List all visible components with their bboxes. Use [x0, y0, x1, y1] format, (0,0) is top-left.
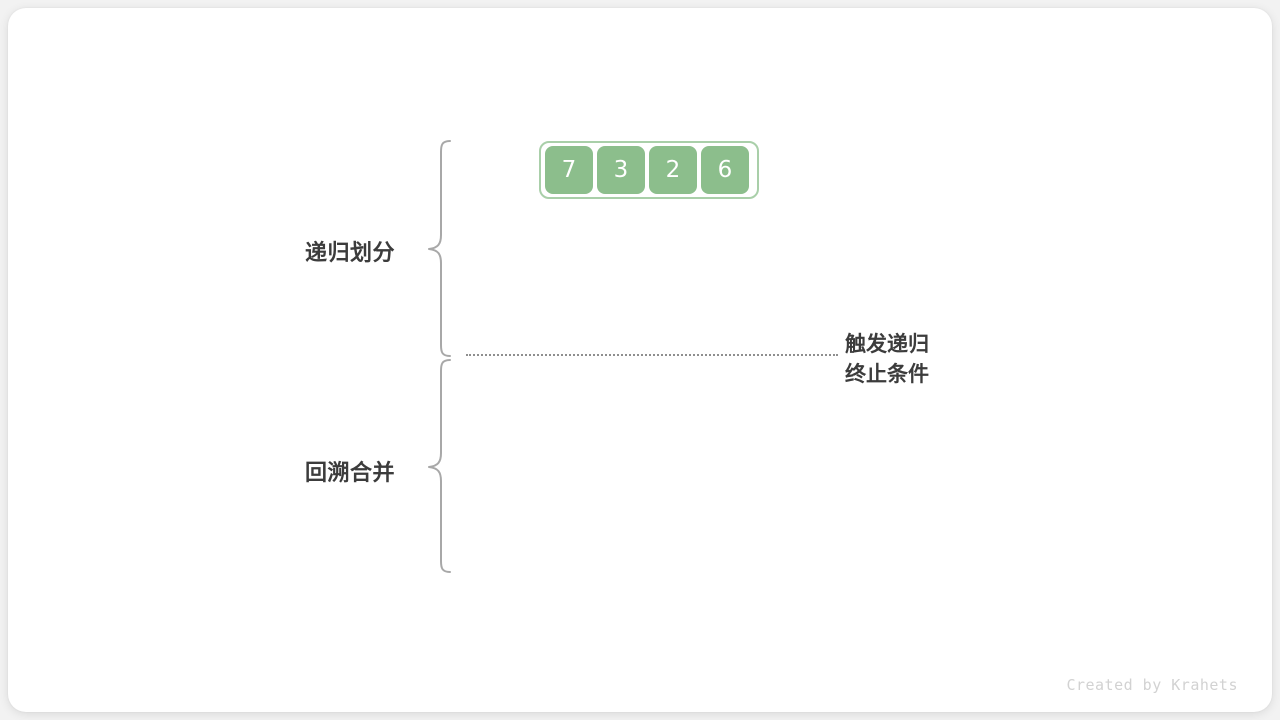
divide-section-brace [420, 136, 460, 371]
annotation-line-1: 触发递归 [845, 333, 929, 356]
merge-section-brace [420, 356, 460, 587]
array-cell: 3 [597, 146, 645, 194]
watermark-credit: Created by Krahets [1066, 676, 1238, 694]
diagram-card [8, 8, 1272, 712]
array-cell: 6 [701, 146, 749, 194]
array-cell: 2 [649, 146, 697, 194]
section-label-divide: 递归划分 [305, 240, 396, 265]
array-cell: 7 [545, 146, 593, 194]
phase-divider-dotted-line [466, 354, 838, 356]
annotation-line-2: 终止条件 [845, 363, 929, 386]
input-array: 7 3 2 6 [539, 141, 759, 199]
section-label-merge: 回溯合并 [305, 460, 396, 485]
recursion-termination-annotation: 触发递归 终止条件 [845, 330, 929, 390]
